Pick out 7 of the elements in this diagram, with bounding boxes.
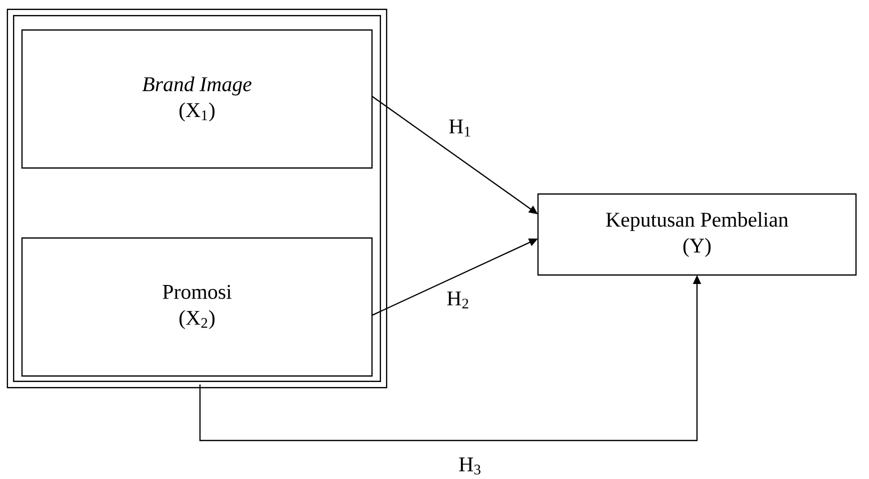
group-frame [6, 8, 388, 388]
edge-label: H$_{2}$ [447, 292, 468, 308]
variable-box: Promosi (X$_{2}$) [21, 237, 373, 377]
variable-box: Keputusan Pembelian (Y) [537, 193, 857, 276]
variable-box: Brand Image (X$_{1}$) [21, 29, 373, 169]
edge-label: H$_{3}$ [459, 458, 480, 474]
edge-label: H$_{1}$ [449, 120, 470, 136]
